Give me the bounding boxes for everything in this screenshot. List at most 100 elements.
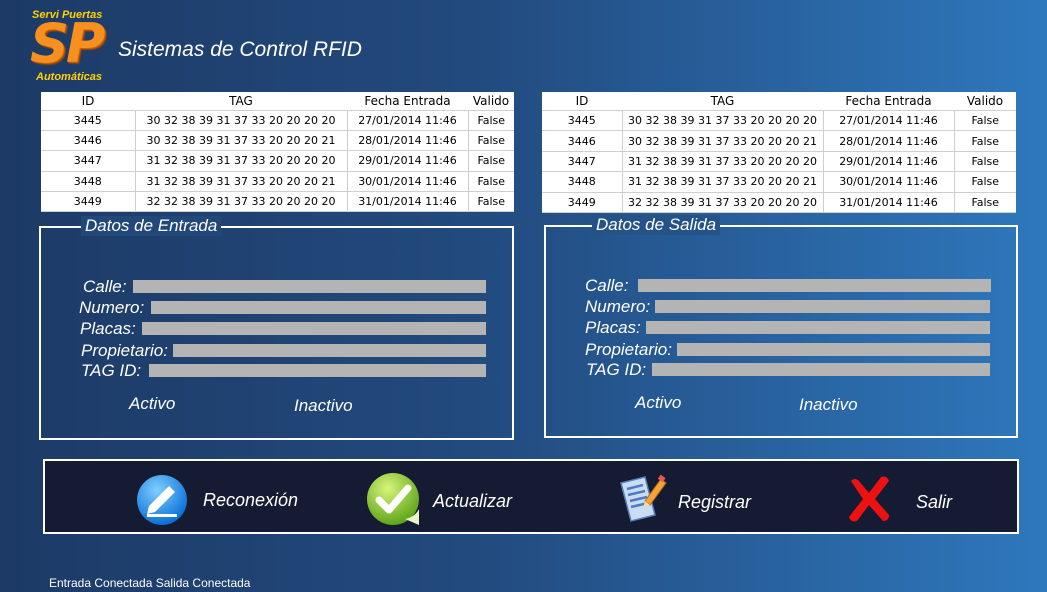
col-header-valido[interactable]: Valido bbox=[472, 94, 510, 108]
placas-field[interactable] bbox=[646, 321, 990, 334]
numero-label: Numero: bbox=[79, 298, 145, 317]
propietario-label: Propietario: bbox=[81, 341, 168, 360]
cell-tag[interactable]: 30 32 38 39 31 37 33 20 20 20 20 bbox=[621, 109, 824, 132]
cell-id[interactable]: 3448 bbox=[41, 170, 136, 192]
cell-valido[interactable]: False bbox=[467, 150, 514, 172]
logo-bottom-text: Automáticas bbox=[36, 71, 103, 83]
col-header-tag[interactable]: TAG bbox=[710, 94, 735, 108]
form-pencil-icon bbox=[620, 474, 667, 522]
col-header-fecha[interactable]: Fecha Entrada bbox=[845, 94, 932, 108]
registrar-button[interactable]: Registrar bbox=[615, 469, 815, 525]
cell-fecha[interactable]: 31/01/2014 11:46 bbox=[346, 190, 469, 213]
col-header-id[interactable]: ID bbox=[575, 94, 589, 108]
numero-field[interactable] bbox=[655, 300, 990, 313]
cell-id[interactable]: 3449 bbox=[542, 191, 623, 214]
logo-mark: SP bbox=[30, 12, 105, 75]
cell-valido[interactable]: False bbox=[953, 191, 1016, 214]
cell-valido[interactable]: False bbox=[467, 170, 514, 192]
salir-button[interactable]: Salir bbox=[843, 469, 983, 525]
salida-groupbox: Datos de Salida Calle: Numero: Placas: P… bbox=[544, 215, 1018, 438]
tag-id-field[interactable] bbox=[149, 364, 486, 377]
activo-label: Activo bbox=[129, 394, 176, 413]
action-toolbar: Reconexión Actualizar Registrar Salir bbox=[43, 459, 1019, 534]
cell-fecha[interactable]: 29/01/2014 11:46 bbox=[822, 150, 955, 173]
col-header-tag[interactable]: TAG bbox=[229, 94, 253, 108]
reconexion-button[interactable]: Reconexión bbox=[135, 471, 325, 525]
cell-tag[interactable]: 30 32 38 39 31 37 33 20 20 20 21 bbox=[621, 130, 824, 152]
cell-tag[interactable]: 32 32 38 39 31 37 33 20 20 20 20 bbox=[621, 191, 824, 214]
cell-id[interactable]: 3446 bbox=[542, 130, 623, 152]
cell-fecha[interactable]: 27/01/2014 11:46 bbox=[346, 109, 469, 132]
cell-valido[interactable]: False bbox=[467, 109, 514, 132]
cell-id[interactable]: 3446 bbox=[41, 130, 136, 152]
cell-tag[interactable]: 31 32 38 39 31 37 33 20 20 20 21 bbox=[134, 170, 348, 192]
entrada-groupbox: Datos de Entrada Calle: Numero: Placas: … bbox=[39, 216, 514, 440]
propietario-field[interactable] bbox=[173, 344, 486, 357]
cell-valido[interactable]: False bbox=[467, 190, 514, 213]
checkmark-icon bbox=[367, 473, 419, 525]
pen-edit-icon bbox=[137, 475, 187, 525]
placas-label: Placas: bbox=[80, 319, 136, 338]
cell-valido[interactable]: False bbox=[953, 171, 1016, 193]
cell-id[interactable]: 3449 bbox=[41, 190, 136, 213]
numero-field[interactable] bbox=[151, 301, 486, 314]
cell-valido[interactable]: False bbox=[953, 109, 1016, 132]
col-header-id[interactable]: ID bbox=[81, 94, 95, 108]
tag-id-field[interactable] bbox=[652, 363, 990, 376]
actualizar-label: Actualizar bbox=[433, 491, 513, 511]
cell-tag[interactable]: 30 32 38 39 31 37 33 20 20 20 21 bbox=[134, 130, 348, 152]
inactivo-label: Inactivo bbox=[294, 396, 353, 415]
salida-groupbox-title: Datos de Salida bbox=[592, 215, 721, 235]
cell-valido[interactable]: False bbox=[467, 130, 514, 152]
cell-fecha[interactable]: 30/01/2014 11:46 bbox=[346, 170, 469, 192]
cell-tag[interactable]: 31 32 38 39 31 37 33 20 20 20 21 bbox=[621, 171, 824, 193]
entrada-groupbox-title: Datos de Entrada bbox=[81, 216, 222, 236]
col-header-valido[interactable]: Valido bbox=[966, 94, 1004, 108]
calle-label: Calle: bbox=[585, 276, 629, 295]
placas-field[interactable] bbox=[142, 322, 486, 335]
cell-id[interactable]: 3447 bbox=[41, 150, 136, 172]
cell-fecha[interactable]: 28/01/2014 11:46 bbox=[822, 130, 955, 152]
app-title: Sistemas de Control RFID bbox=[118, 38, 362, 61]
cell-id[interactable]: 3445 bbox=[542, 109, 623, 132]
salida-table-header: ID TAG Fecha Entrada Valido bbox=[542, 92, 1016, 111]
tag-id-label: TAG ID: bbox=[81, 361, 142, 380]
cell-id[interactable]: 3447 bbox=[542, 150, 623, 173]
calle-field[interactable] bbox=[638, 279, 991, 292]
registrar-label: Registrar bbox=[678, 492, 752, 512]
cell-tag[interactable]: 30 32 38 39 31 37 33 20 20 20 20 bbox=[134, 109, 348, 132]
cell-valido[interactable]: False bbox=[953, 130, 1016, 152]
calle-field[interactable] bbox=[133, 280, 486, 293]
inactivo-label: Inactivo bbox=[799, 395, 858, 414]
cell-tag[interactable]: 31 32 38 39 31 37 33 20 20 20 20 bbox=[621, 150, 824, 173]
actualizar-button[interactable]: Actualizar bbox=[365, 471, 555, 525]
activo-label: Activo bbox=[635, 393, 682, 412]
propietario-field[interactable] bbox=[677, 343, 990, 356]
cell-id[interactable]: 3448 bbox=[542, 171, 623, 193]
cell-fecha[interactable]: 30/01/2014 11:46 bbox=[822, 171, 955, 193]
cell-fecha[interactable]: 28/01/2014 11:46 bbox=[346, 130, 469, 152]
cell-fecha[interactable]: 31/01/2014 11:46 bbox=[822, 191, 955, 214]
cell-fecha[interactable]: 29/01/2014 11:46 bbox=[346, 150, 469, 172]
cell-valido[interactable]: False bbox=[953, 150, 1016, 173]
col-header-fecha[interactable]: Fecha Entrada bbox=[364, 94, 451, 108]
cell-fecha[interactable]: 27/01/2014 11:46 bbox=[822, 109, 955, 132]
entrada-table-header: ID TAG Fecha Entrada Valido bbox=[41, 92, 514, 111]
cell-tag[interactable]: 32 32 38 39 31 37 33 20 20 20 20 bbox=[134, 190, 348, 213]
tag-id-label: TAG ID: bbox=[586, 360, 647, 379]
propietario-label: Propietario: bbox=[585, 340, 672, 359]
cell-tag[interactable]: 31 32 38 39 31 37 33 20 20 20 20 bbox=[134, 150, 348, 172]
cell-id[interactable]: 3445 bbox=[41, 109, 136, 132]
